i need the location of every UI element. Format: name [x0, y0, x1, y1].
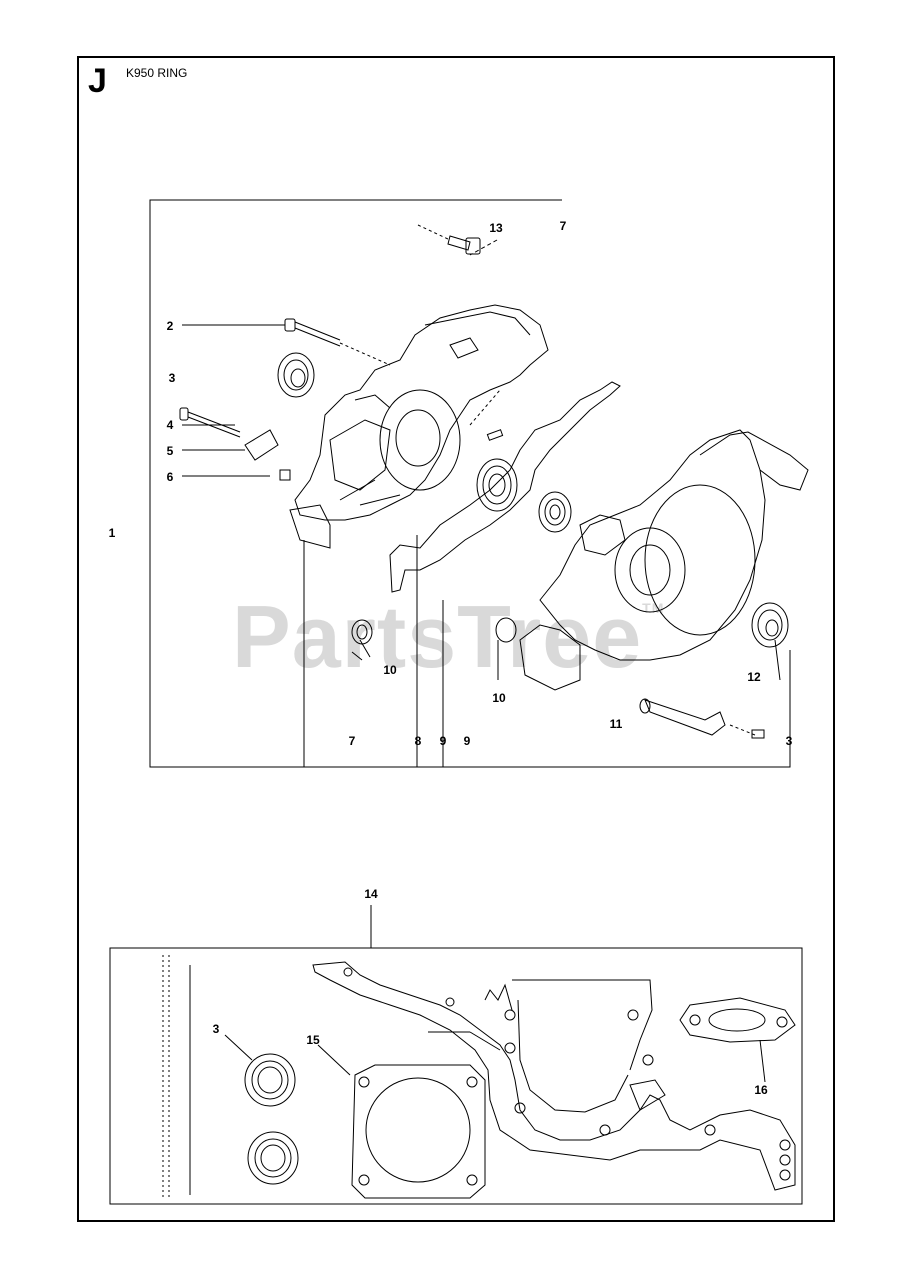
dowel-pin	[486, 429, 504, 441]
leader-16	[759, 1039, 766, 1083]
callout-3-bottom: 3	[785, 734, 793, 748]
plate-5	[244, 429, 279, 461]
kit-seal-lower	[247, 1131, 299, 1185]
bolt-4	[179, 407, 241, 438]
callout-10-right: 10	[492, 691, 506, 705]
seal-12	[751, 602, 789, 648]
callout-10-left: 10	[383, 663, 397, 677]
page-frame	[77, 56, 835, 1222]
seal-10-left	[351, 619, 373, 661]
crankcase-gasket-kit	[312, 961, 796, 1191]
cylinder-gasket-15	[351, 1064, 486, 1199]
watermark-brand: PartsTree	[232, 587, 643, 686]
oring-10-right	[495, 617, 517, 643]
callout-15: 15	[306, 1033, 320, 1047]
bearing-9-left	[476, 458, 518, 512]
bearing-9-right	[538, 491, 572, 533]
callout-7-top: 7	[559, 219, 567, 233]
callout-8: 8	[414, 734, 422, 748]
callout-1: 1	[108, 526, 116, 540]
callout-7-bottom: 7	[348, 734, 356, 748]
callout-12: 12	[747, 670, 761, 684]
leader-12	[774, 639, 781, 681]
assembly-bracket	[149, 199, 791, 768]
callout-9-left: 9	[439, 734, 447, 748]
leader-15	[317, 1044, 351, 1076]
exhaust-gasket-16	[679, 997, 796, 1043]
callout-5: 5	[166, 444, 174, 458]
callout-kit-3: 3	[212, 1022, 220, 1036]
part-11	[639, 698, 765, 739]
callout-3-top: 3	[168, 371, 176, 385]
callout-6: 6	[166, 470, 174, 484]
callout-16: 16	[754, 1083, 768, 1097]
seal-3-left	[277, 352, 315, 398]
callout-13: 13	[489, 221, 503, 235]
gasket-kit-box	[109, 947, 803, 1205]
crankcase-right	[519, 429, 809, 691]
partstree-watermark: PartsTreeTM	[232, 586, 664, 688]
gasket-8	[389, 381, 621, 593]
callout-9-right: 9	[463, 734, 471, 748]
callout-2: 2	[166, 319, 174, 333]
bolt-2	[284, 318, 391, 366]
section-letter: J	[88, 62, 107, 100]
crankcase-left	[289, 304, 549, 549]
nut-6	[279, 469, 291, 481]
callout-14: 14	[364, 887, 378, 901]
leader-13	[469, 239, 498, 256]
leader-10a	[359, 639, 371, 658]
model-title: K950 RING	[126, 66, 188, 80]
leader-kit-3	[224, 1034, 253, 1061]
callout-11: 11	[609, 717, 623, 731]
callout-4: 4	[166, 418, 174, 432]
kit-seal-upper	[244, 1053, 296, 1107]
bolt-13	[417, 224, 481, 255]
